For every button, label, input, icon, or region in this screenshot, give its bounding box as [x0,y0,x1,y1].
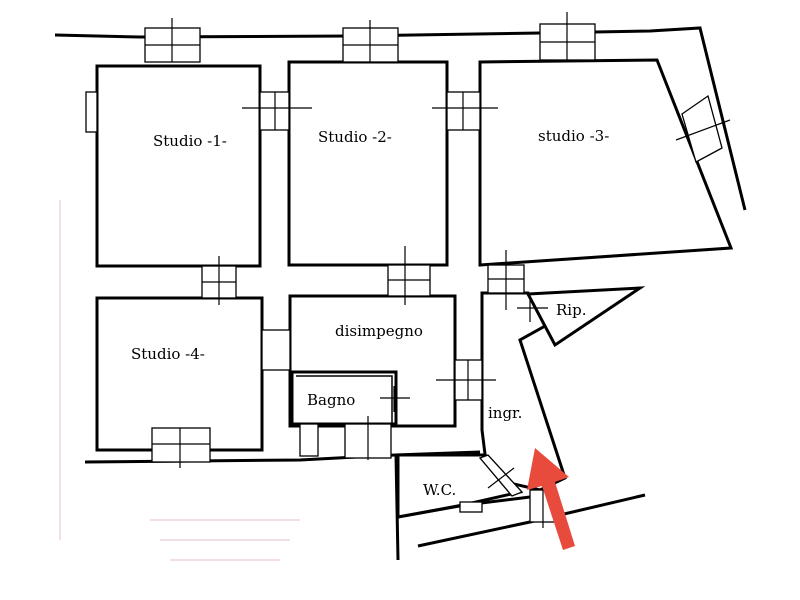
room-bagno [290,370,398,426]
label-wc: W.C. [423,481,456,499]
label-ripostiglio: Rip. [556,301,586,319]
label-disimpegno: disimpegno [335,322,423,340]
entrance-arrow-icon [527,448,575,550]
label-bagno: Bagno [307,391,355,409]
room-studio-2 [287,60,449,267]
bagno-inner-wall [296,375,393,424]
room-studio-1 [95,64,262,268]
label-studio-1: Studio -1- [153,132,227,150]
label-studio-4: Studio -4- [131,345,205,363]
room-wc [396,453,523,519]
label-studio-3: studio -3- [538,127,609,145]
room-ripostiglio [525,286,646,348]
label-ingresso: ingr. [488,404,522,422]
room-studio-3 [478,58,734,267]
label-studio-2: Studio -2- [318,128,392,146]
openings [85,12,731,528]
room-studio-4 [95,296,264,452]
